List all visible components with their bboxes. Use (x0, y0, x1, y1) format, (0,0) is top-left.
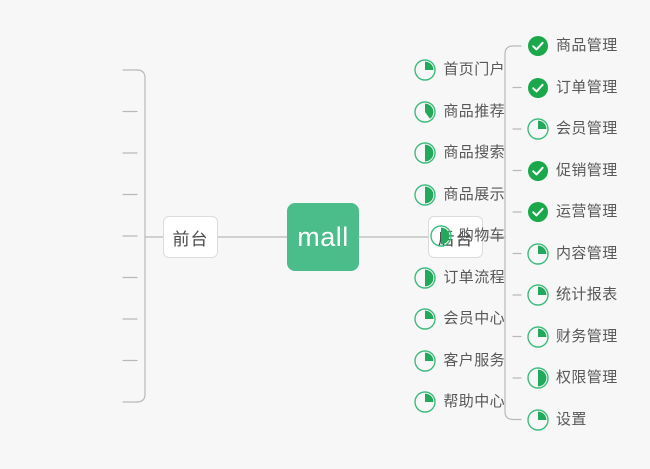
pie-icon (527, 367, 549, 389)
pie-icon (414, 266, 437, 289)
leaf-node[interactable]: 权限管理 (527, 365, 618, 391)
pie-icon (414, 59, 437, 81)
root-node-label: mall (297, 221, 349, 252)
leaf-node-label: 财务管理 (556, 327, 618, 345)
leaf-node-label: 客户服务 (443, 351, 505, 369)
pie-icon (527, 284, 549, 306)
pie-icon (430, 225, 452, 247)
pie-icon (527, 325, 549, 348)
leaf-node[interactable]: 商品展示 (414, 182, 505, 208)
leaf-node[interactable]: 订单管理 (527, 75, 618, 101)
pie-icon (414, 142, 437, 164)
pie-icon (414, 308, 437, 330)
leaf-node-label: 购物车 (458, 227, 505, 244)
leaf-node[interactable]: 购物车 (430, 223, 505, 249)
pie-icon (414, 349, 437, 372)
check-circle-icon (528, 160, 548, 181)
leaf-node[interactable]: 商品管理 (527, 33, 618, 59)
leaf-node[interactable]: 订单流程 (414, 265, 505, 291)
leaf-node-label: 会员管理 (556, 120, 618, 137)
leaf-node-label: 商品推荐 (443, 102, 505, 120)
leaf-node[interactable]: 首页门户 (414, 57, 505, 83)
leaf-node-label: 设置 (556, 410, 587, 428)
leaf-node-label: 商品展示 (443, 185, 505, 203)
check-circle-icon (528, 202, 548, 222)
leaf-node[interactable]: 统计报表 (527, 282, 618, 308)
root-node-mall[interactable]: mall (287, 203, 359, 271)
pie-icon (414, 391, 437, 413)
branch-node-front[interactable]: 前台 (163, 216, 218, 258)
leaf-node[interactable]: 会员管理 (527, 116, 618, 142)
leaf-node[interactable]: 运营管理 (527, 199, 618, 225)
leaf-node[interactable]: 会员中心 (414, 306, 505, 332)
leaf-node-label: 统计报表 (556, 286, 618, 303)
leaf-node-label: 促销管理 (556, 161, 618, 179)
check-circle-icon (528, 36, 548, 56)
check-circle-icon (528, 77, 548, 98)
leaf-node[interactable]: 设置 (527, 407, 587, 433)
leaf-node[interactable]: 促销管理 (527, 158, 618, 184)
leaf-node-label: 会员中心 (443, 310, 505, 327)
leaf-node-label: 商品管理 (556, 37, 618, 54)
branch-node-front-label: 前台 (172, 229, 209, 249)
leaf-node[interactable]: 客户服务 (414, 348, 505, 374)
pie-icon (414, 100, 437, 123)
pie-icon (527, 408, 549, 431)
leaf-node-label: 商品搜索 (443, 144, 505, 161)
leaf-node-label: 订单管理 (556, 78, 618, 96)
branch-rail (136, 69, 146, 403)
leaf-node-label: 首页门户 (443, 61, 505, 78)
leaf-node-label: 帮助中心 (443, 393, 505, 410)
pie-icon (527, 242, 549, 265)
leaf-node[interactable]: 内容管理 (527, 241, 618, 267)
leaf-node[interactable]: 帮助中心 (414, 389, 505, 415)
leaf-node-label: 内容管理 (556, 244, 618, 262)
leaf-node[interactable]: 商品搜索 (414, 140, 505, 166)
pie-icon (527, 118, 549, 140)
leaf-node-label: 订单流程 (443, 268, 505, 286)
leaf-node-label: 权限管理 (556, 369, 618, 386)
leaf-node-label: 运营管理 (556, 203, 618, 220)
branch-rail (504, 45, 514, 421)
pie-icon (414, 183, 437, 206)
leaf-node[interactable]: 商品推荐 (414, 99, 505, 125)
leaf-node[interactable]: 财务管理 (527, 324, 618, 350)
